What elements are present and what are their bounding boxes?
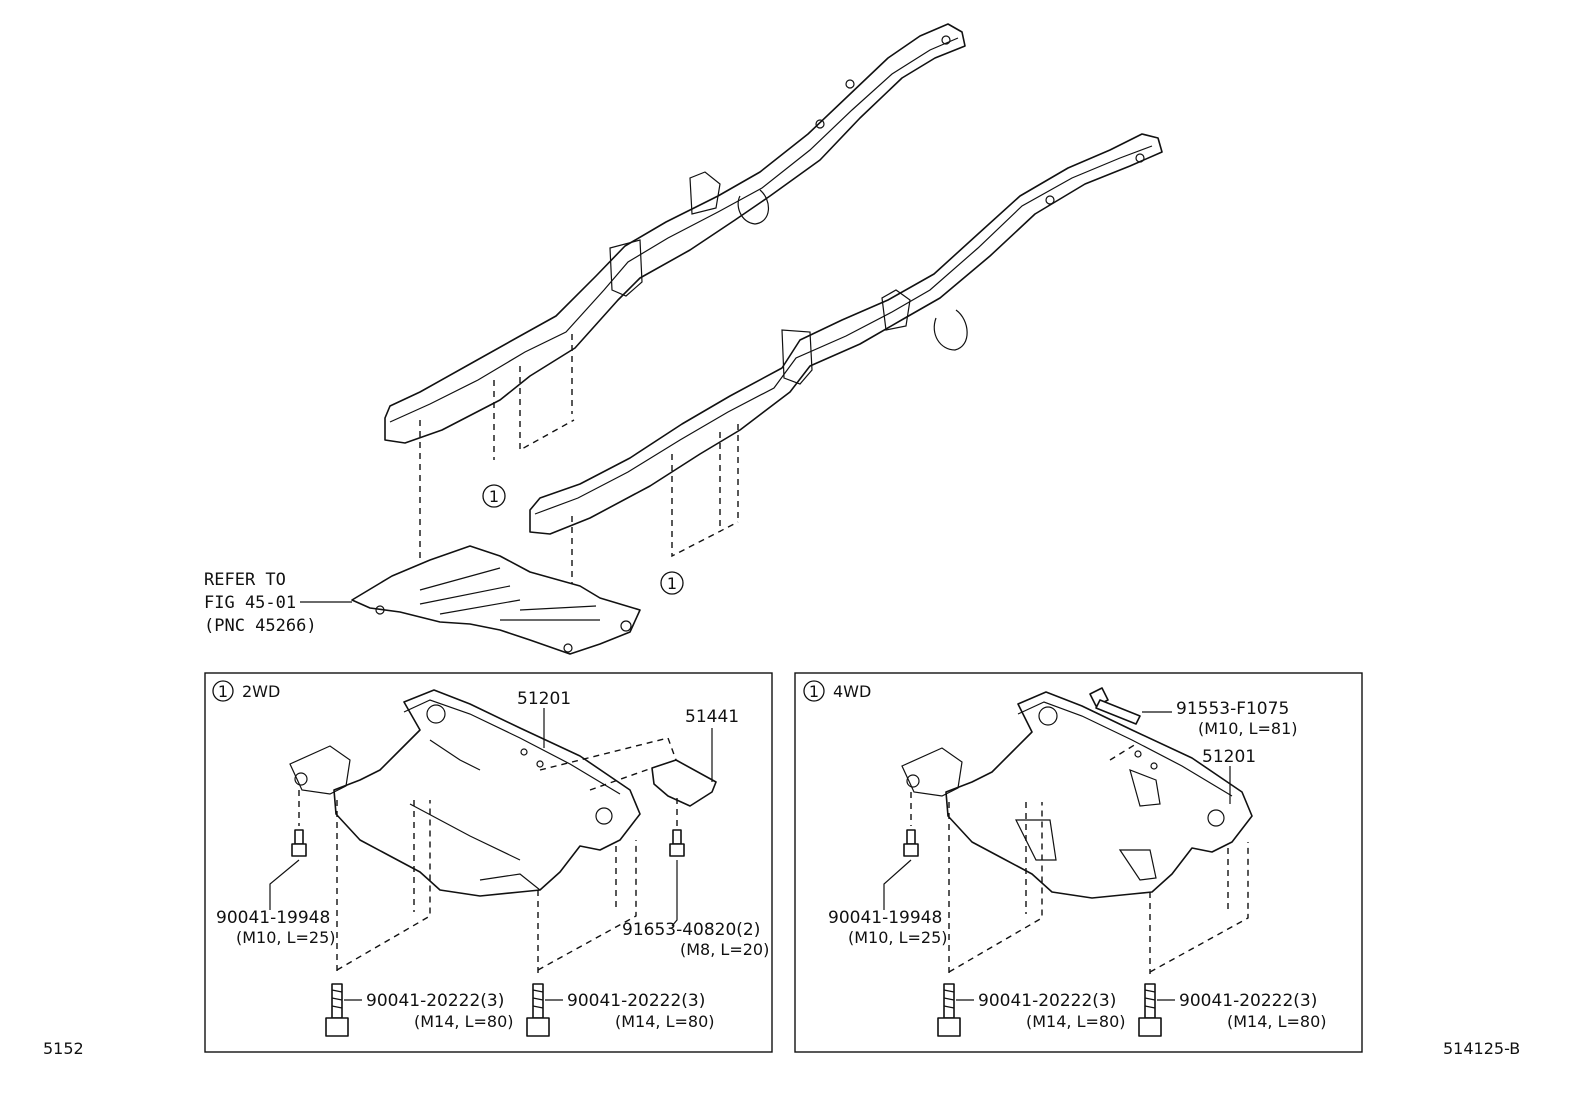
bolt-91553-F1075[interactable]: [1089, 687, 1172, 761]
svg-text:(PNC 45266): (PNC 45266): [204, 616, 317, 636]
label-51441: 51441: [685, 707, 739, 727]
svg-text:1: 1: [667, 574, 677, 593]
panel-4wd: 1 4WD: [794, 672, 1363, 1053]
svg-text:(M14, L=80): (M14, L=80): [1227, 1012, 1327, 1031]
frame-rail-right[interactable]: [529, 133, 1163, 535]
svg-text:2WD: 2WD: [242, 682, 280, 701]
svg-text:90041-20222(3): 90041-20222(3): [366, 991, 504, 1011]
svg-text:90041-19948: 90041-19948: [828, 908, 942, 928]
svg-text:REFER TO: REFER TO: [204, 570, 286, 590]
label-51201-4wd: 51201: [1202, 747, 1256, 767]
crossmember-4wd[interactable]: [901, 691, 1253, 899]
panel-2wd-header: 1 2WD: [212, 680, 280, 702]
refer-note: REFER TO FIG 45-01 (PNC 45266): [204, 570, 352, 636]
svg-text:1: 1: [489, 487, 499, 506]
svg-text:(M14, L=80): (M14, L=80): [414, 1012, 514, 1031]
engine-under-cover[interactable]: [351, 545, 641, 655]
panel-2wd: 1 2WD: [204, 672, 773, 1053]
bolt-90041-20222-left-4wd[interactable]: [937, 802, 974, 1037]
crossmember-2wd[interactable]: [289, 689, 641, 897]
svg-text:90041-20222(3): 90041-20222(3): [1179, 991, 1317, 1011]
svg-text:(M14, L=80): (M14, L=80): [615, 1012, 715, 1031]
bolt-90041-20222-right-2wd[interactable]: [526, 890, 563, 1037]
svg-text:91553-F1075: 91553-F1075: [1176, 699, 1289, 719]
svg-text:90041-19948: 90041-19948: [216, 908, 330, 928]
bolt-90041-19948-4wd[interactable]: [883, 792, 919, 910]
svg-text:(M10, L=25): (M10, L=25): [236, 928, 336, 947]
panel-4wd-header: 1 4WD: [803, 680, 871, 702]
svg-text:90041-20222(3): 90041-20222(3): [567, 991, 705, 1011]
svg-text:1: 1: [218, 682, 228, 701]
plate-51441[interactable]: [539, 728, 717, 807]
page-code-left: 5152: [43, 1039, 84, 1058]
label-51201-2wd: 51201: [517, 689, 571, 709]
svg-text:90041-20222(3): 90041-20222(3): [978, 991, 1116, 1011]
callout-1-right: 1: [660, 571, 684, 595]
page-code-right: 514125-B: [1443, 1039, 1520, 1058]
bolt-91653-40820-2wd[interactable]: [669, 798, 685, 927]
svg-text:(M8, L=20): (M8, L=20): [680, 940, 769, 959]
bolt-90041-19948-2wd[interactable]: [269, 790, 307, 910]
svg-text:1: 1: [809, 682, 819, 701]
svg-text:4WD: 4WD: [833, 682, 871, 701]
callout-1-left: 1: [482, 484, 506, 508]
svg-text:(M10, L=81): (M10, L=81): [1198, 719, 1298, 738]
svg-text:91653-40820(2): 91653-40820(2): [622, 920, 760, 940]
frame-rail-left[interactable]: [384, 23, 966, 444]
bolt-90041-20222-right-4wd[interactable]: [1138, 892, 1175, 1037]
svg-text:FIG 45-01: FIG 45-01: [204, 593, 296, 613]
bolt-90041-20222-left-2wd[interactable]: [325, 800, 362, 1037]
svg-text:(M10, L=25): (M10, L=25): [848, 928, 948, 947]
svg-text:(M14, L=80): (M14, L=80): [1026, 1012, 1126, 1031]
